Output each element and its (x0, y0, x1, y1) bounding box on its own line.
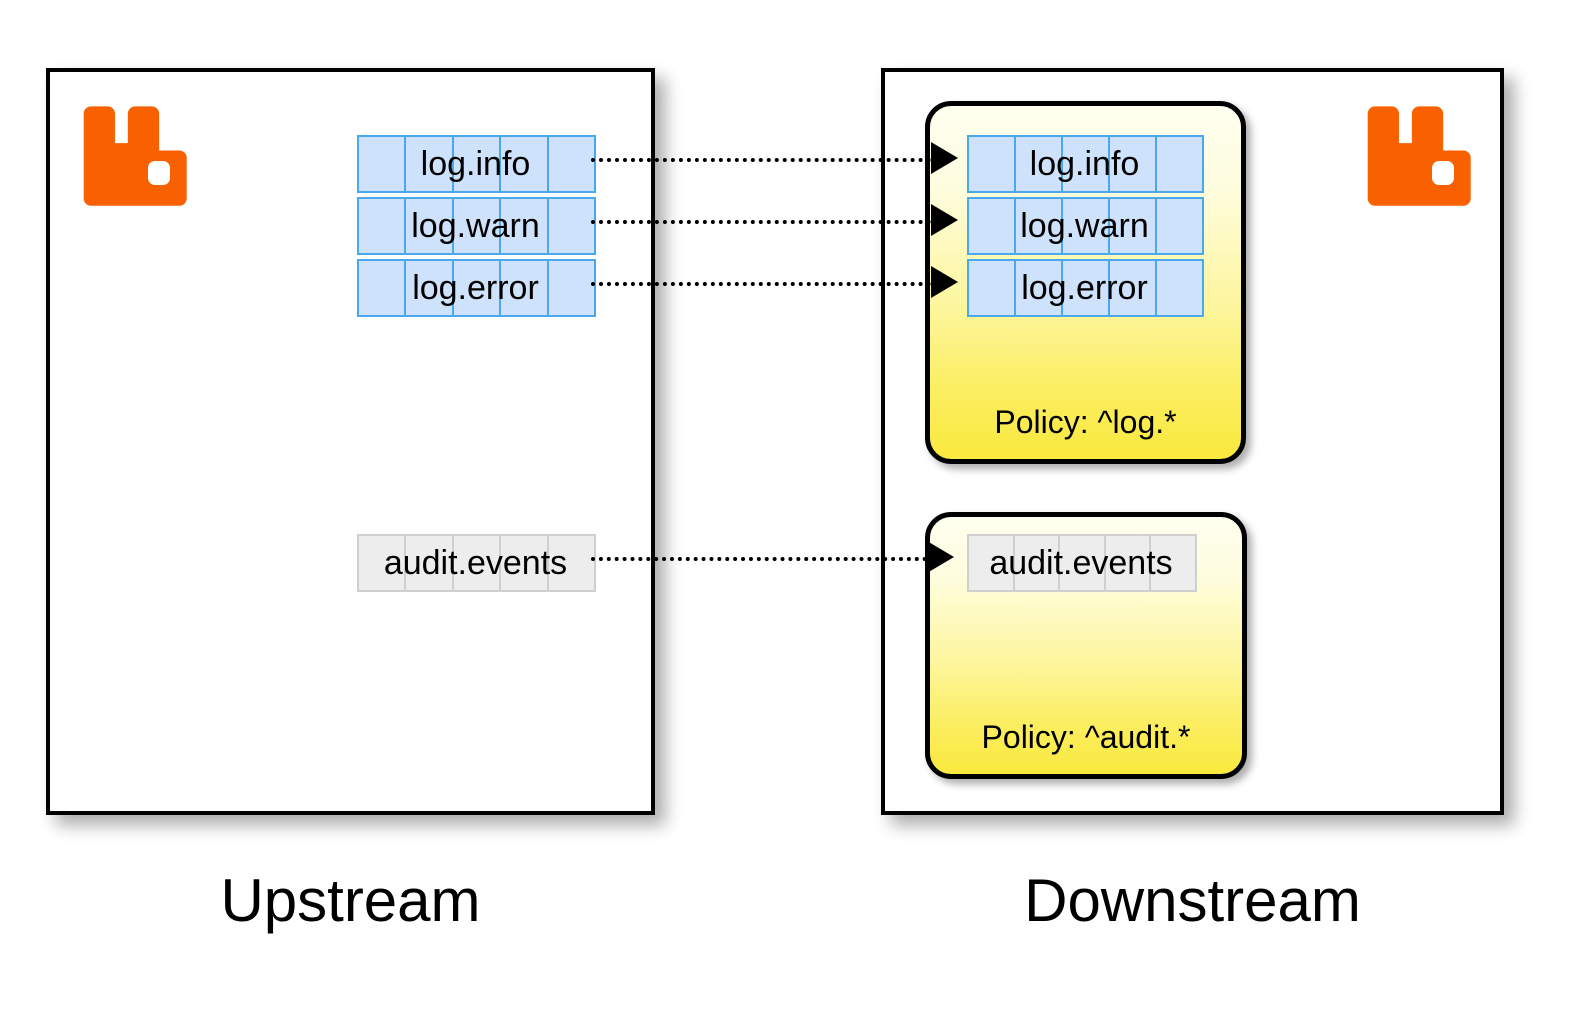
queue-cell (1012, 534, 1061, 592)
queue-cell (404, 197, 454, 255)
queue-cell (404, 135, 454, 193)
queue-cell (1108, 259, 1157, 317)
queue-log-info-downstream[interactable]: log.info (967, 135, 1204, 193)
queue-cell (499, 259, 549, 317)
queue-cell (967, 197, 1016, 255)
queue-cell (499, 135, 549, 193)
queue-cell (546, 534, 597, 592)
queue-cell (546, 135, 597, 193)
link-log-error (591, 282, 939, 286)
link-log-warn (591, 220, 939, 224)
link-audit-events (591, 557, 935, 561)
queue-cell (1061, 259, 1110, 317)
queue-cell (1061, 135, 1110, 193)
rabbitmq-logo-icon (1367, 106, 1471, 206)
queue-cell (357, 259, 407, 317)
queue-cell (1155, 259, 1204, 317)
queue-log-warn-downstream[interactable]: log.warn (967, 197, 1204, 255)
queue-cell (967, 534, 1015, 592)
policy-caption-audit: Policy: ^audit.* (981, 719, 1191, 755)
queue-cell (499, 197, 549, 255)
policy-caption-log: Policy: ^log.* (994, 404, 1177, 440)
queue-cell (546, 259, 597, 317)
queue-cell (451, 135, 502, 193)
downstream-broker-panel: Policy: ^log.* Policy: ^audit.* log.info… (881, 68, 1504, 815)
queue-cell (1149, 534, 1197, 592)
queue-audit-events-upstream[interactable]: audit.events (357, 534, 597, 592)
queue-cell (967, 135, 1016, 193)
upstream-caption: Upstream (220, 867, 481, 934)
queue-cell (1108, 135, 1157, 193)
arrowhead-icon (931, 142, 958, 174)
queue-cell (451, 534, 502, 592)
queue-cell (499, 534, 549, 592)
arrowhead-icon (931, 204, 958, 236)
arrowhead-icon (927, 541, 954, 573)
queue-cell (357, 534, 407, 592)
queue-log-info-upstream[interactable]: log.info (357, 135, 597, 193)
queue-cell (546, 197, 597, 255)
queue-cell (404, 534, 454, 592)
queue-cell (1155, 197, 1204, 255)
queue-cell (451, 259, 502, 317)
queue-cell (1155, 135, 1204, 193)
queue-cell (357, 197, 407, 255)
queue-cell (1061, 197, 1110, 255)
queue-cell (404, 259, 454, 317)
queue-log-error-downstream[interactable]: log.error (967, 259, 1204, 317)
queue-cell (451, 197, 502, 255)
queue-cell (1058, 534, 1106, 592)
queue-cell (357, 135, 407, 193)
queue-cell (1014, 259, 1063, 317)
queue-log-error-upstream[interactable]: log.error (357, 259, 597, 317)
downstream-caption: Downstream (1024, 867, 1361, 934)
queue-cell (1108, 197, 1157, 255)
queue-cell (967, 259, 1016, 317)
queue-cell (1014, 197, 1063, 255)
queue-audit-events-downstream[interactable]: audit.events (967, 534, 1197, 592)
link-log-info (591, 158, 939, 162)
queue-log-warn-upstream[interactable]: log.warn (357, 197, 597, 255)
upstream-broker-panel: log.info log.warn log.error audit.events (46, 68, 655, 815)
rabbitmq-logo-icon (83, 106, 187, 206)
arrowhead-icon (931, 266, 958, 298)
queue-cell (1103, 534, 1152, 592)
queue-cell (1014, 135, 1063, 193)
